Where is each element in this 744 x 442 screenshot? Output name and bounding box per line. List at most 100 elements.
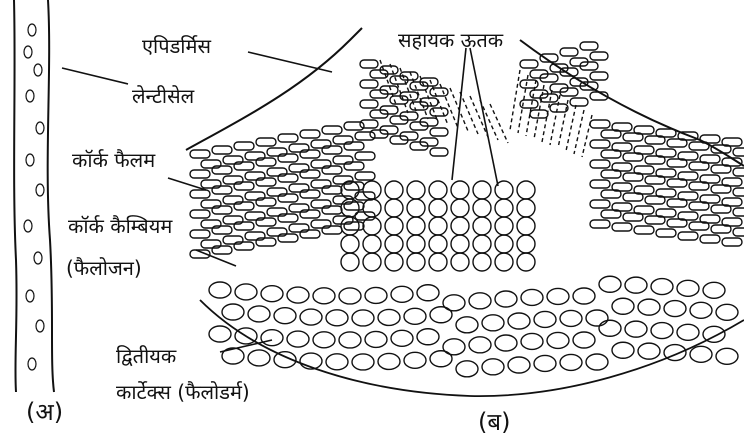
phelloderm-cell (313, 332, 335, 348)
phellem-cell (278, 214, 298, 222)
stem-with-lenticels (14, 0, 54, 392)
phelloderm-cell (690, 302, 712, 318)
phellem-cell (212, 206, 232, 214)
complementary-cell (473, 253, 491, 271)
complementary-cell (363, 235, 381, 253)
phellem-cell (300, 150, 320, 158)
phellem-cell (560, 48, 578, 56)
complementary-cell (407, 253, 425, 271)
phellem-cell (580, 42, 598, 50)
phellem-cell (245, 152, 265, 160)
phellem-cell (201, 200, 221, 208)
phelloderm-cell (638, 299, 660, 315)
complementary-cell (495, 199, 513, 217)
complementary-cell (517, 217, 535, 235)
complementary-cell (451, 181, 469, 199)
complementary-cell (407, 199, 425, 217)
lenticel-dot (28, 358, 36, 370)
phellem-cell (256, 218, 276, 226)
phelloderm-cell (677, 324, 699, 340)
complementary-cell (407, 217, 425, 235)
phelloderm-cell (625, 277, 647, 293)
phellem-cell (256, 178, 276, 186)
phelloderm-cell (469, 337, 491, 353)
phelloderm-cell (651, 323, 673, 339)
phelloderm-cell (573, 288, 595, 304)
phellem-cell (700, 235, 720, 243)
phellem-cell (190, 230, 210, 238)
phellem-cell (590, 160, 610, 168)
phellem-cell (733, 228, 744, 236)
complementary-cell (451, 217, 469, 235)
phelloderm-cell (326, 310, 348, 326)
phelloderm-cell (378, 309, 400, 325)
phellem-cell (344, 142, 364, 150)
complementary-cell (451, 235, 469, 253)
complementary-cell (385, 235, 403, 253)
phelloderm-cell (339, 332, 361, 348)
phelloderm-cell (690, 346, 712, 362)
complementary-cell (407, 235, 425, 253)
phellem-cell (333, 156, 353, 164)
phellem-cell (278, 174, 298, 182)
phelloderm-cell (365, 331, 387, 347)
complementary-cell (429, 181, 447, 199)
phelloderm-cell (391, 286, 413, 302)
phellem-cell (311, 140, 331, 148)
phellem-cell (289, 144, 309, 152)
complementary-cell (385, 217, 403, 235)
phelloderm-cell (599, 276, 621, 292)
complementary-cell (495, 253, 513, 271)
phelloderm-cell (716, 348, 738, 364)
lenticel-dot (28, 24, 36, 36)
filling-stroke (420, 76, 438, 122)
phelloderm-cell (612, 298, 634, 314)
phellem-cell (360, 100, 378, 108)
phelloderm-cell (586, 354, 608, 370)
phellem-cell (289, 224, 309, 232)
phellem-cell (267, 188, 287, 196)
filling-stroke (566, 105, 576, 151)
filling-stroke (558, 100, 568, 148)
phelloderm-cell (638, 343, 660, 359)
lenticel-dot (34, 252, 42, 264)
complementary-cell (517, 181, 535, 199)
phelloderm-cell (521, 333, 543, 349)
label-secondary-cortex-line2: कार्टेक्स (फैलोडर्म) (116, 382, 250, 402)
complementary-cell (517, 253, 535, 271)
phelloderm-cell (664, 301, 686, 317)
phellem-cell (590, 180, 610, 188)
phelloderm-cell (417, 285, 439, 301)
label-cork-phellem: कॉर्क फैलम (72, 150, 155, 170)
phellem-cell (430, 148, 448, 156)
complementary-cell (495, 235, 513, 253)
complementary-cell (517, 235, 535, 253)
lenticel-dot (24, 46, 32, 58)
phellem-cell (355, 132, 375, 140)
phelloderm-cell (248, 306, 270, 322)
phellem-cell (590, 120, 610, 128)
filling-stroke (490, 104, 508, 143)
lenticel-dot (24, 220, 32, 232)
phelloderm-cell (469, 293, 491, 309)
phellem-cell (300, 130, 320, 138)
phelloderm-cell (482, 315, 504, 331)
phelloderm-cell (261, 330, 283, 346)
phellem-cell (212, 246, 232, 254)
label-secondary-cortex-line1: द्वितीयक (116, 346, 176, 366)
complementary-cell (385, 253, 403, 271)
phellem-cell (360, 120, 378, 128)
phellem-cell (278, 234, 298, 242)
phellem-cell (590, 200, 610, 208)
phelloderm-cell (508, 313, 530, 329)
phelloderm-cell (378, 353, 400, 369)
phellem-cell (520, 60, 538, 68)
leader-epidermis (248, 52, 332, 72)
complementary-cell (517, 199, 535, 217)
label-lenticel: लेन्टीसेल (132, 86, 194, 106)
complementary-cell (341, 235, 359, 253)
phelloderm-cell (612, 342, 634, 358)
phelloderm-cell (456, 361, 478, 377)
phelloderm-cell (404, 352, 426, 368)
phelloderm-cell (209, 326, 231, 342)
